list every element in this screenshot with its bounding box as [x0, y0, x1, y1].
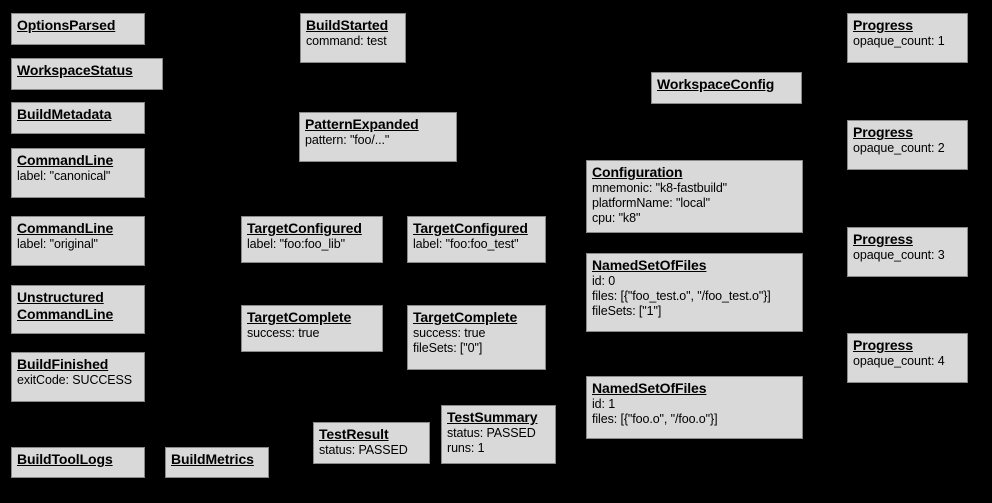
node-fields: mnemonic: "k8-fastbuild"platformName: "l…: [592, 181, 797, 226]
node-field: opaque_count: 3: [853, 248, 945, 262]
node-field: success: true: [247, 326, 320, 340]
node-build-tool-logs[interactable]: BuildToolLogs: [11, 447, 145, 478]
node-fields: exitCode: SUCCESS: [17, 373, 139, 388]
node-field: id: 1: [592, 397, 616, 411]
node-fields: label: "canonical": [17, 169, 139, 184]
node-fields: command: test: [306, 34, 400, 49]
node-title: TestResult: [319, 426, 389, 442]
node-title: PatternExpanded: [305, 116, 419, 132]
node-fields: opaque_count: 1: [853, 34, 962, 49]
node-title: NamedSetOfFiles: [592, 257, 707, 273]
node-workspace-status[interactable]: WorkspaceStatus: [11, 58, 163, 90]
node-title: BuildStarted: [306, 17, 389, 33]
node-field: pattern: "foo/...": [305, 133, 390, 147]
node-title: CommandLine: [17, 152, 114, 168]
node-field: cpu: "k8": [592, 211, 641, 225]
node-field: fileSets: ["1"]: [592, 304, 662, 318]
node-field: command: test: [306, 34, 387, 48]
node-unstructured-command-line[interactable]: Unstructured CommandLine: [11, 285, 145, 334]
node-title: BuildMetrics: [171, 451, 254, 467]
node-title: Progress: [853, 231, 913, 247]
node-title: Unstructured CommandLine: [17, 289, 114, 322]
node-field: opaque_count: 4: [853, 354, 945, 368]
node-fields: opaque_count: 4: [853, 354, 962, 369]
node-fields: label: "original": [17, 237, 139, 252]
node-options-parsed[interactable]: OptionsParsed: [11, 13, 145, 45]
node-title: Configuration: [592, 164, 683, 180]
node-title: TestSummary: [447, 409, 538, 425]
node-fields: pattern: "foo/...": [305, 133, 451, 148]
node-field: label: "foo:foo_lib": [247, 237, 345, 251]
node-field: runs: 1: [447, 441, 485, 455]
node-title: TargetConfigured: [247, 220, 362, 236]
node-field: opaque_count: 2: [853, 141, 945, 155]
node-field: platformName: "local": [592, 196, 710, 210]
node-fields: success: true: [247, 326, 377, 341]
node-title: WorkspaceStatus: [17, 62, 133, 78]
node-title: TargetConfigured: [413, 220, 528, 236]
node-title: WorkspaceConfig: [657, 76, 775, 92]
node-fields: opaque_count: 2: [853, 141, 962, 156]
node-title: BuildToolLogs: [17, 451, 113, 467]
node-title: TargetComplete: [413, 309, 518, 325]
node-build-metrics[interactable]: BuildMetrics: [165, 447, 269, 478]
node-title: Progress: [853, 337, 913, 353]
node-fields: label: "foo:foo_lib": [247, 237, 377, 252]
node-field: exitCode: SUCCESS: [17, 373, 133, 387]
node-title: CommandLine: [17, 220, 114, 236]
node-title: Progress: [853, 124, 913, 140]
node-field: label: "foo:foo_test": [413, 237, 519, 251]
node-title: BuildFinished: [17, 356, 109, 372]
node-fields: opaque_count: 3: [853, 248, 962, 263]
node-field: success: true: [413, 326, 486, 340]
node-field: fileSets: ["0"]: [413, 341, 483, 355]
node-title: NamedSetOfFiles: [592, 380, 707, 396]
node-field: status: PASSED: [319, 443, 408, 457]
node-title: OptionsParsed: [17, 17, 116, 33]
node-build-metadata[interactable]: BuildMetadata: [11, 102, 145, 134]
node-title: TargetComplete: [247, 309, 352, 325]
node-field: opaque_count: 1: [853, 34, 945, 48]
node-title: Progress: [853, 17, 913, 33]
node-fields: label: "foo:foo_test": [413, 237, 540, 252]
node-field: status: PASSED: [447, 426, 536, 440]
node-workspace-config[interactable]: WorkspaceConfig: [651, 72, 802, 104]
node-field: files: [{"foo_test.o", "/foo_test.o"}]: [592, 289, 771, 303]
node-field: label: "canonical": [17, 169, 111, 183]
node-field: id: 0: [592, 274, 616, 288]
node-field: label: "original": [17, 237, 98, 251]
node-fields: status: PASSED: [319, 443, 424, 458]
node-field: mnemonic: "k8-fastbuild": [592, 181, 728, 195]
node-field: files: [{"foo.o", "/foo.o"}]: [592, 412, 718, 426]
node-title: BuildMetadata: [17, 106, 112, 122]
